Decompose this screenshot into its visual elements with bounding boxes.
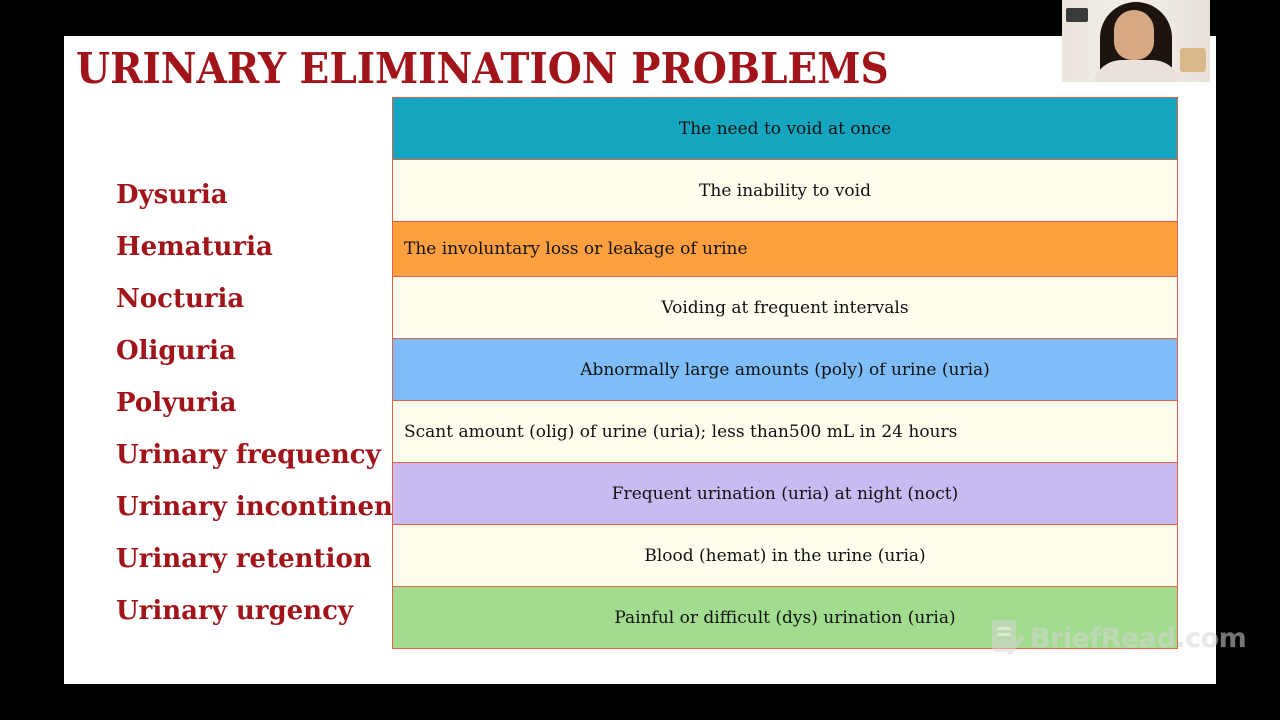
- term-item: Hematuria: [116, 232, 273, 262]
- definition-cell: Frequent urination (uria) at night (noct…: [392, 462, 1178, 525]
- definition-row: Voiding at frequent intervals: [392, 276, 1178, 339]
- definition-cell: Blood (hemat) in the urine (uria): [392, 524, 1178, 587]
- slide: URINARY ELIMINATION PROBLEMS Dysuria Hem…: [64, 36, 1216, 684]
- definition-cell: Painful or difficult (dys) urination (ur…: [392, 586, 1178, 649]
- definition-cell: The inability to void: [392, 159, 1178, 222]
- definition-cell: The involuntary loss or leakage of urine: [392, 221, 1178, 277]
- term-item: Urinary urgency: [116, 596, 354, 626]
- webcam-background-decor: [1180, 48, 1206, 72]
- definition-row: Scant amount (olig) of urine (uria); les…: [392, 400, 1178, 463]
- term-item: Nocturia: [116, 284, 245, 314]
- term-list: Dysuria Hematuria Nocturia Oliguria Poly…: [116, 179, 425, 647]
- definition-cell: Scant amount (olig) of urine (uria); les…: [392, 400, 1178, 463]
- definition-table: The need to void at once The inability t…: [392, 97, 1178, 649]
- term-item: Urinary frequency: [116, 440, 381, 470]
- document-check-icon: [990, 618, 1024, 658]
- definition-cell: Voiding at frequent intervals: [392, 276, 1178, 339]
- webcam-background-shelf: [1066, 8, 1088, 22]
- webcam-presenter-shirt: [1092, 60, 1182, 82]
- term-item: Polyuria: [116, 388, 237, 418]
- definition-row: Frequent urination (uria) at night (noct…: [392, 462, 1178, 525]
- definition-row: The inability to void: [392, 159, 1178, 222]
- definition-row: Abnormally large amounts (poly) of urine…: [392, 338, 1178, 401]
- webcam-presenter-face: [1114, 10, 1154, 60]
- presenter-video-icon: [1062, 0, 1210, 82]
- definition-row: Painful or difficult (dys) urination (ur…: [392, 586, 1178, 649]
- watermark: BriefRead.com: [990, 618, 1247, 658]
- term-item: Dysuria: [116, 180, 228, 210]
- definition-row: Blood (hemat) in the urine (uria): [392, 524, 1178, 587]
- definition-cell: Abnormally large amounts (poly) of urine…: [392, 338, 1178, 401]
- slide-title: URINARY ELIMINATION PROBLEMS: [76, 44, 889, 93]
- term-item: Oliguria: [116, 336, 236, 366]
- term-item: Urinary incontinence: [116, 492, 426, 522]
- term-item: Urinary retention: [116, 544, 372, 574]
- watermark-text: BriefRead.com: [1030, 622, 1247, 654]
- definition-cell: The need to void at once: [392, 97, 1178, 160]
- definition-row: The need to void at once: [392, 97, 1178, 160]
- definition-row: The involuntary loss or leakage of urine: [392, 221, 1178, 277]
